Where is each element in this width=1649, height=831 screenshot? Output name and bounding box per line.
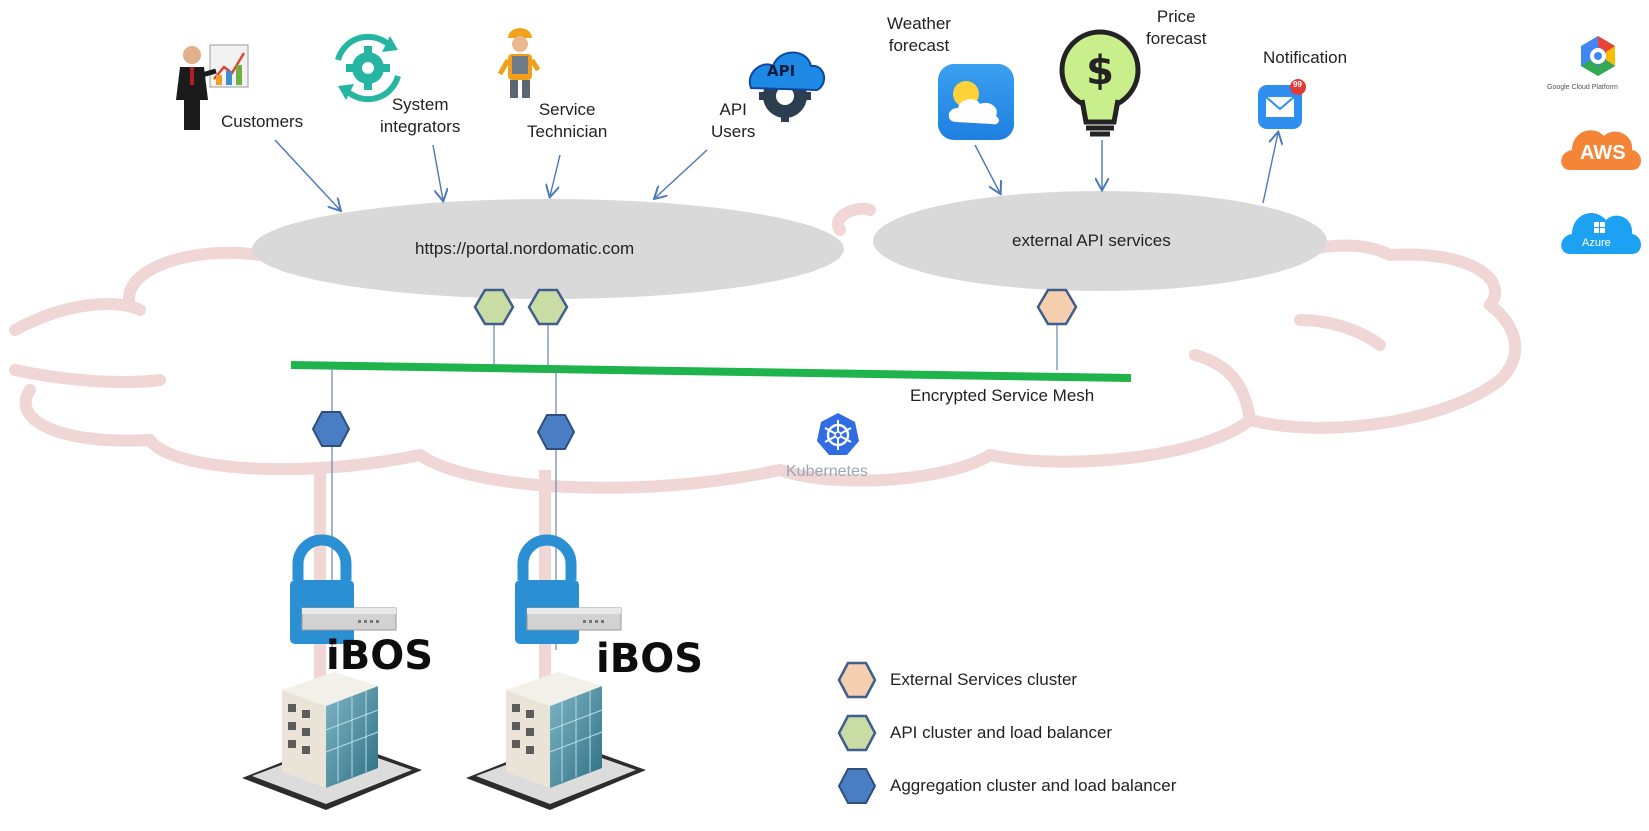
encrypted-service-mesh-line [290,361,1132,382]
api-users-line2: Users [711,122,756,142]
portal-ellipse [252,199,844,299]
customers-label: Customers [221,112,304,131]
api-users-label: API Users [711,99,755,143]
system-integrators-icon [335,33,401,103]
notification-label: Notification [1263,48,1348,67]
price-forecast-line2: forecast [1146,29,1207,49]
price-forecast-label: Price forecast [1146,6,1206,50]
weather-forecast-line1: Weather [887,14,951,33]
external-api-services-label: external API services [1012,231,1171,250]
service-technician-icon [497,28,541,98]
service-technician-line1: Service [538,100,596,119]
api-users-line1: API [719,100,747,119]
azure-icon [1561,212,1641,254]
api-cluster-hexagon [527,288,569,326]
ibos-label-2: iBOS [596,636,704,682]
legend-hexagon-api [837,714,877,752]
portal-url: https://portal.nordomatic.com [415,239,635,258]
site-connectors-pink [314,470,551,680]
legend-api-cluster: API cluster and load balancer [890,723,1113,742]
legend-hexagon-external [837,661,877,699]
actor-arrows [274,133,1278,210]
external-services-hexagon [1036,288,1078,326]
secure-gateway-icon [290,534,397,644]
api-cluster-hexagon [473,288,515,326]
aws-label: AWS [1580,142,1626,164]
kubernetes-cloud-outline [9,202,1522,494]
system-integrators-label: System integrators [380,94,460,138]
notification-badge-count: 99 [1293,80,1302,89]
legend-hexagon-aggregation [837,768,877,804]
api-badge-text: API [767,62,796,80]
weather-icon [938,64,1014,140]
svg-text:$: $ [1086,48,1114,94]
price-forecast-line1: Price [1156,7,1196,26]
api-cloud-icon [748,51,826,122]
google-cloud-icon [1581,36,1615,76]
legend-external-services: External Services cluster [890,670,1078,689]
customers-icon [176,44,249,130]
secure-gateway-icon [515,534,622,644]
aggregation-cluster-hexagon [311,411,351,447]
price-bulb-icon: $ [1059,29,1141,137]
service-technician-label: Service Technician [527,99,607,143]
system-integrators-line1: System [391,95,449,114]
building-icon [466,672,646,810]
encrypted-service-mesh-label: Encrypted Service Mesh [910,386,1095,405]
aws-icon [1561,130,1641,170]
ibos-label-1: iBOS [326,633,434,679]
service-technician-line2: Technician [527,122,608,142]
external-services-ellipse [873,191,1327,291]
aggregation-cluster-hexagon [536,414,576,450]
kubernetes-icon [817,413,859,455]
kubernetes-label: Kubernetes [786,463,868,480]
google-cloud-label: Google Cloud Platform [1547,84,1618,91]
building-icon [242,672,422,810]
weather-forecast-label: Weather forecast [887,13,951,57]
system-integrators-line2: integrators [380,117,461,137]
legend-aggregation-cluster: Aggregation cluster and load balancer [890,776,1177,795]
weather-forecast-line2: forecast [888,36,950,56]
azure-label: Azure [1582,237,1611,249]
notification-mail-icon [1258,79,1306,129]
